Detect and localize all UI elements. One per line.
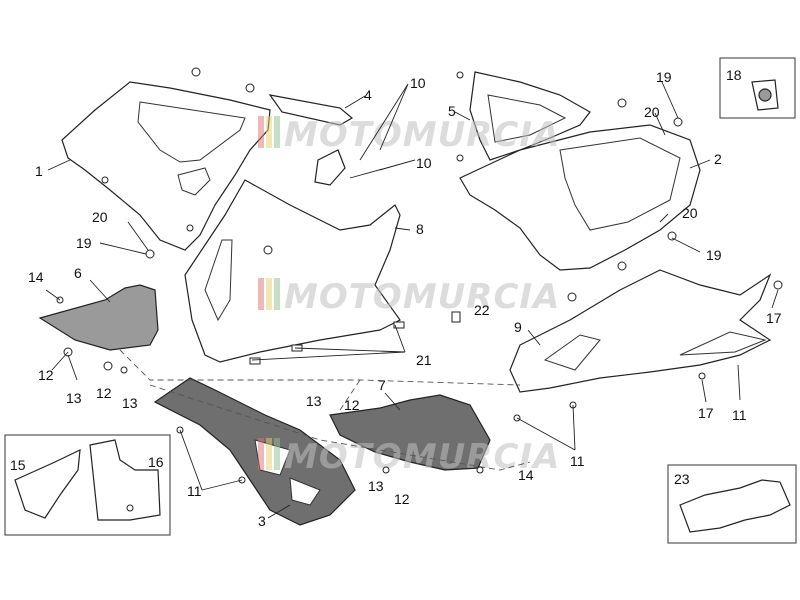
callout-12b: 12: [96, 385, 112, 401]
callout-23: 23: [674, 471, 690, 487]
callout-6: 6: [74, 265, 82, 281]
callout-15: 15: [10, 457, 26, 473]
callout-16: 16: [148, 454, 164, 470]
callout-21: 21: [416, 352, 432, 368]
leader-lines: [45, 81, 779, 519]
callout-13b: 13: [122, 395, 138, 411]
part-9-right-lower-fairing: [509, 269, 772, 393]
assembly-dashed-lines: [119, 349, 531, 471]
part-3-lower-cover: [153, 377, 356, 526]
part-2-right-fairing: [459, 124, 701, 271]
callout-20c: 20: [682, 205, 698, 221]
watermark-top: MOTOMURCIA: [258, 115, 560, 155]
part-6-left-inner-panel: [38, 284, 159, 351]
inset-box-15-16: [4, 434, 171, 536]
callout-11a: 11: [187, 483, 202, 499]
callout-22: 22: [474, 302, 490, 318]
callout-11c: 11: [732, 407, 747, 423]
callout-18: 18: [726, 67, 742, 83]
svg-text:MOTOMURCIA: MOTOMURCIA: [284, 277, 560, 317]
callout-10a: 10: [410, 75, 426, 91]
callout-12a: 12: [38, 367, 54, 383]
callout-10b: 10: [416, 155, 432, 171]
part-8-center-fairing: [184, 179, 401, 363]
svg-text:MOTOMURCIA: MOTOMURCIA: [284, 115, 560, 155]
callout-13a: 13: [66, 390, 82, 406]
callout-8: 8: [416, 221, 424, 237]
callout-14a: 14: [28, 269, 44, 285]
callout-17b: 17: [698, 405, 714, 421]
callout-19c: 19: [706, 247, 722, 263]
callout-14b: 14: [518, 467, 534, 483]
callout-2: 2: [714, 151, 722, 167]
callout-12c: 12: [344, 397, 360, 413]
callout-20a: 20: [644, 104, 660, 120]
part-1-left-fairing: [61, 81, 271, 251]
callout-20b: 20: [92, 209, 108, 225]
callout-labels: 1 2 3 4 5 6 7 8 9 10 10 11 11 11 12 12 1…: [10, 67, 782, 529]
callout-13d: 13: [368, 478, 384, 494]
callout-3: 3: [258, 513, 266, 529]
callout-19b: 19: [76, 235, 92, 251]
part-7-grey-cover: [329, 394, 491, 471]
callout-13c: 13: [306, 393, 322, 409]
part-5-inner-panel: [469, 71, 591, 161]
callout-9: 9: [514, 319, 522, 335]
inset-box-18: [719, 57, 796, 119]
watermark-middle: MOTOMURCIA: [258, 277, 560, 317]
part-4-bracket: [268, 94, 354, 186]
callout-12d: 12: [394, 491, 410, 507]
inset-box-23: [667, 464, 797, 544]
callout-5: 5: [448, 103, 456, 119]
callout-1: 1: [35, 163, 43, 179]
callout-7: 7: [378, 377, 386, 393]
callout-4: 4: [364, 87, 372, 103]
callout-19a: 19: [656, 69, 672, 85]
callout-17a: 17: [766, 310, 782, 326]
callout-11b: 11: [570, 453, 585, 469]
watermark-bottom: MOTOMURCIA: [258, 437, 559, 477]
